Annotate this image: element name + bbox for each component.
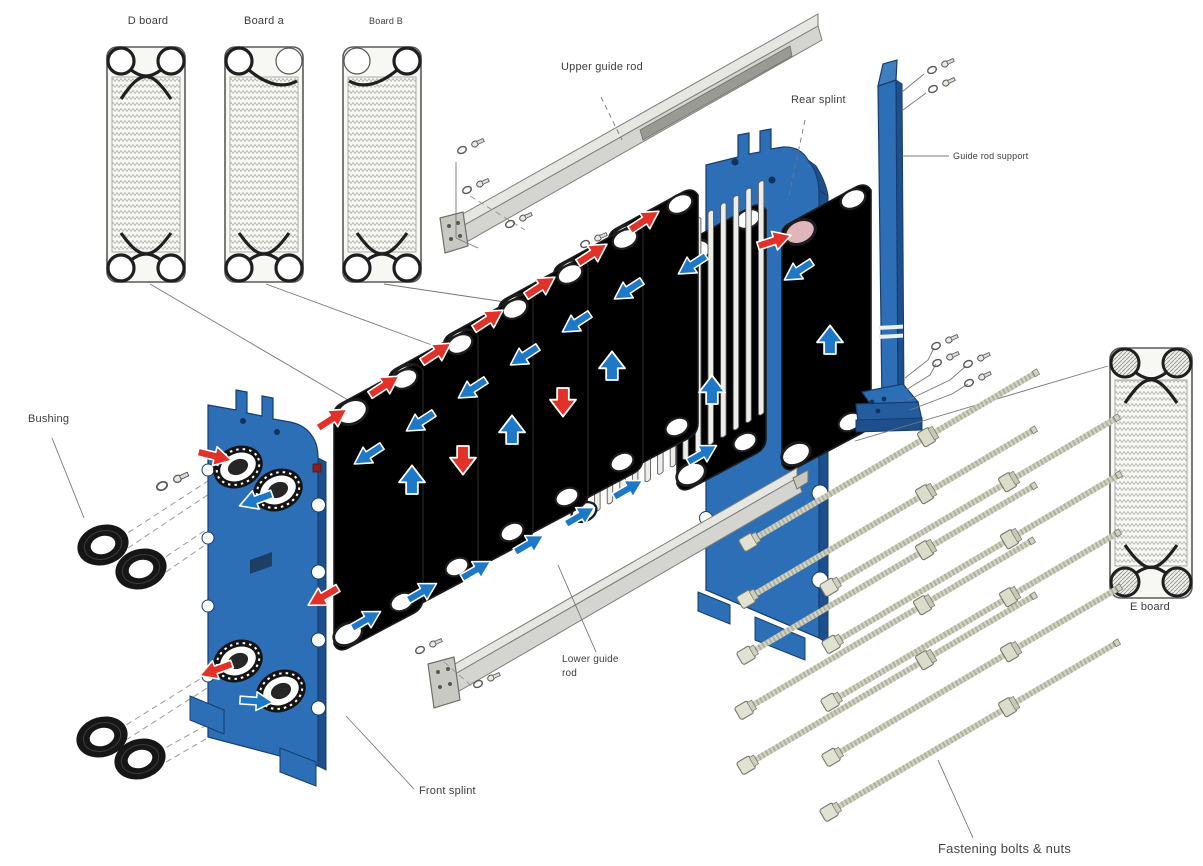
label-e-board: E board xyxy=(1130,601,1170,613)
e-board-drawing xyxy=(1109,347,1193,599)
label-fastening-bolts: Fastening bolts & nuts xyxy=(938,841,1072,856)
label-bushing: Bushing xyxy=(28,413,70,425)
label-rear-splint: Rear splint xyxy=(791,94,846,106)
label-front-splint: Front splint xyxy=(419,785,476,797)
front-splint xyxy=(154,389,327,787)
plate-1-end xyxy=(328,363,425,652)
label-guide-rod-support: Guide rod support xyxy=(953,151,1029,161)
guide-rod-support xyxy=(855,56,993,433)
label-board-a: Board a xyxy=(244,15,284,27)
label-lower-guide-rod: Lower guide rod xyxy=(562,654,619,679)
bushing-leader xyxy=(51,437,85,519)
lower-guide-rod-leader xyxy=(557,564,597,653)
label-board-b: Board B xyxy=(369,16,403,26)
board-leader-lines xyxy=(149,283,506,401)
lower-guide-rod xyxy=(413,467,809,709)
fastening-bolts-leader xyxy=(937,759,974,839)
label-upper-guide-rod: Upper guide rod xyxy=(561,61,643,73)
d-board-drawing xyxy=(106,46,186,283)
board-b-drawing xyxy=(342,46,422,283)
upper-guide-rod xyxy=(439,13,823,254)
board-a-drawing xyxy=(224,46,304,283)
rear-splint-leader xyxy=(787,119,806,201)
front-splint-leader xyxy=(345,715,415,790)
upper-guide-rod-leader xyxy=(600,96,623,141)
label-d-board: D board xyxy=(127,15,169,27)
